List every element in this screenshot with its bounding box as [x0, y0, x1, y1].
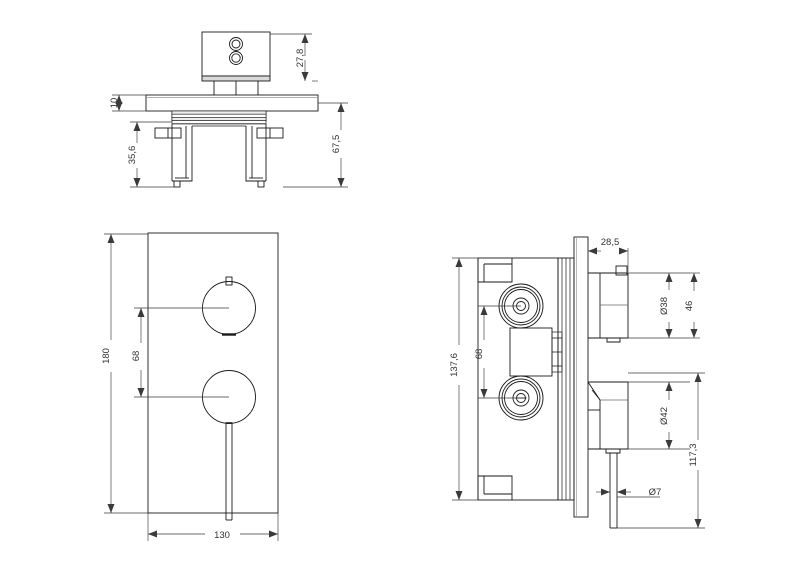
top-view-geometry: [145, 31, 319, 188]
dim-117-3: [617, 372, 705, 529]
dim-label-68-side: 68: [474, 349, 485, 360]
dim-label-180: 180: [101, 348, 112, 364]
dim-28-5: [587, 247, 629, 273]
dim-label-28-5: 28,5: [601, 237, 620, 248]
dim-label-dia7: Ø7: [649, 487, 662, 498]
dim-label-dia38: Ø38: [659, 297, 670, 315]
dim-46: [690, 272, 700, 339]
dim-label-117-3: 117,3: [688, 443, 699, 466]
dim-label-67-5: 67,5: [331, 135, 342, 154]
dim-27-8: [270, 33, 318, 82]
dim-label-27-8: 27,8: [295, 49, 306, 68]
side-view-geometry: [477, 236, 629, 529]
dim-label-46: 46: [684, 301, 695, 312]
dim-label-35-6: 35,6: [127, 146, 138, 165]
dim-130: [147, 513, 279, 541]
dim-68-front: [134, 307, 229, 398]
dim-dia38: [628, 272, 690, 339]
dim-label-dia42: Ø42: [659, 407, 670, 425]
dim-label-10: 10: [109, 98, 120, 109]
dim-label-130: 130: [214, 530, 230, 541]
dim-dia7: [596, 465, 660, 498]
dim-dia42: [628, 381, 690, 450]
dim-68-side: [478, 305, 521, 399]
dim-180: [104, 233, 148, 514]
front-view-geometry: [147, 232, 279, 521]
dim-label-68-front: 68: [131, 351, 142, 362]
dim-label-137-6: 137,6: [449, 353, 460, 377]
dim-10: [112, 94, 146, 112]
dim-35-6: [130, 121, 174, 188]
dim-137-6: [452, 257, 478, 501]
dim-67-5: [283, 102, 348, 188]
